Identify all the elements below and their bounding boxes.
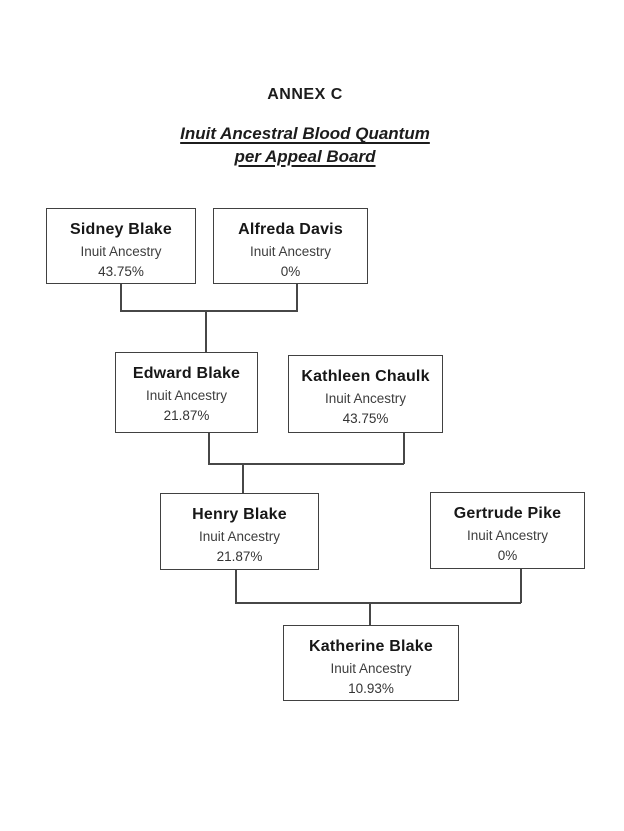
connector-line bbox=[296, 284, 298, 311]
person-name: Katherine Blake bbox=[309, 638, 433, 655]
quantum-value: 21.87% bbox=[163, 408, 210, 423]
person-box-katherine-blake: Katherine Blake Inuit Ancestry 10.93% bbox=[283, 625, 459, 701]
connector-line bbox=[208, 463, 404, 465]
connector-line bbox=[235, 570, 237, 603]
quantum-value: 21.87% bbox=[216, 549, 263, 564]
ancestry-label: Inuit Ancestry bbox=[324, 391, 407, 406]
connector-line bbox=[403, 433, 405, 464]
person-box-sidney-blake: Sidney Blake Inuit Ancestry 43.75% bbox=[46, 208, 196, 284]
connector-line bbox=[120, 310, 298, 312]
quantum-value: 10.93% bbox=[348, 681, 394, 696]
connector-line bbox=[242, 463, 244, 493]
connector-line bbox=[208, 433, 210, 464]
ancestry-label: Inuit Ancestry bbox=[145, 388, 228, 403]
person-name: Edward Blake bbox=[132, 365, 241, 382]
document-title-line2: per Appeal Board bbox=[234, 147, 376, 166]
person-name: Henry Blake bbox=[192, 506, 287, 523]
ancestry-label: Inuit Ancestry bbox=[198, 529, 281, 544]
ancestry-label: Inuit Ancestry bbox=[249, 244, 332, 259]
person-box-edward-blake: Edward Blake Inuit Ancestry 21.87% bbox=[115, 352, 258, 433]
person-name: Kathleen Chaulk bbox=[301, 368, 430, 385]
quantum-value: 0% bbox=[497, 548, 518, 563]
ancestry-label: Inuit Ancestry bbox=[80, 244, 162, 259]
person-box-gertrude-pike: Gertrude Pike Inuit Ancestry 0% bbox=[430, 492, 585, 569]
person-name: Sidney Blake bbox=[69, 221, 172, 238]
person-name: Gertrude Pike bbox=[453, 505, 562, 522]
connector-line bbox=[235, 602, 521, 604]
quantum-value: 0% bbox=[280, 264, 301, 279]
person-box-alfreda-davis: Alfreda Davis Inuit Ancestry 0% bbox=[213, 208, 368, 284]
quantum-value: 43.75% bbox=[98, 264, 144, 279]
person-box-henry-blake: Henry Blake Inuit Ancestry 21.87% bbox=[160, 493, 319, 570]
person-box-kathleen-chaulk: Kathleen Chaulk Inuit Ancestry 43.75% bbox=[288, 355, 443, 433]
ancestry-label: Inuit Ancestry bbox=[466, 528, 549, 543]
document-title-line1: Inuit Ancestral Blood Quantum bbox=[180, 124, 430, 143]
connector-line bbox=[120, 284, 122, 311]
document-title: Inuit Ancestral Blood Quantum per Appeal… bbox=[0, 122, 610, 168]
ancestry-label: Inuit Ancestry bbox=[330, 661, 412, 676]
connector-line bbox=[205, 310, 207, 352]
annex-label: ANNEX C bbox=[267, 86, 343, 103]
connector-line bbox=[369, 602, 371, 625]
connector-line bbox=[520, 569, 522, 603]
quantum-value: 43.75% bbox=[342, 411, 389, 426]
person-name: Alfreda Davis bbox=[238, 221, 343, 238]
